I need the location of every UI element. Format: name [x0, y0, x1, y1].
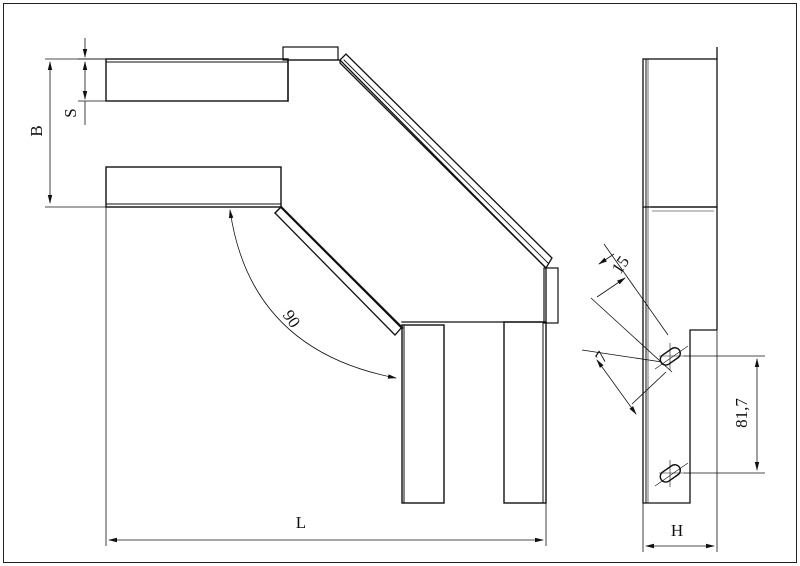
slot-dimensions	[581, 243, 673, 415]
hole-spacing-label: 81,7	[732, 398, 751, 428]
b-label: B	[27, 125, 46, 136]
side-lower-body	[642, 207, 717, 504]
dimension-l	[105, 207, 547, 546]
top-connector-plate	[282, 46, 339, 61]
slot-length-label: 7	[591, 348, 612, 366]
left-vertical-arm	[401, 324, 445, 504]
side-upper-flange	[642, 58, 718, 208]
dimension-h	[642, 330, 718, 552]
outer-diagonal-wall	[339, 53, 553, 270]
hole-spacing-dimension	[684, 355, 765, 474]
dimension-b-s	[45, 38, 106, 208]
slot-width-arrow	[598, 253, 615, 265]
h-label: H	[671, 521, 683, 540]
bend-body-outline	[274, 58, 547, 323]
l-label: L	[296, 513, 306, 532]
slot-length-line	[596, 359, 637, 415]
side-view	[642, 47, 718, 504]
outer-diagonal-inner-edge	[343, 59, 549, 264]
s-label: S	[61, 108, 80, 117]
right-vertical-arm	[503, 321, 547, 504]
upper-slot	[654, 343, 689, 370]
lower-slot	[654, 460, 689, 487]
angle-arc	[228, 209, 397, 379]
inner-diagonal-thick-edge	[279, 205, 404, 330]
upper-arm-outer-wall	[105, 58, 289, 102]
drawing-frame	[3, 3, 797, 563]
plan-view	[105, 46, 559, 504]
angle-label: 90	[279, 306, 304, 331]
slot-width-label: 15	[608, 252, 633, 277]
right-connector-plate	[543, 267, 559, 324]
lower-arm-inner-wall	[105, 166, 282, 208]
